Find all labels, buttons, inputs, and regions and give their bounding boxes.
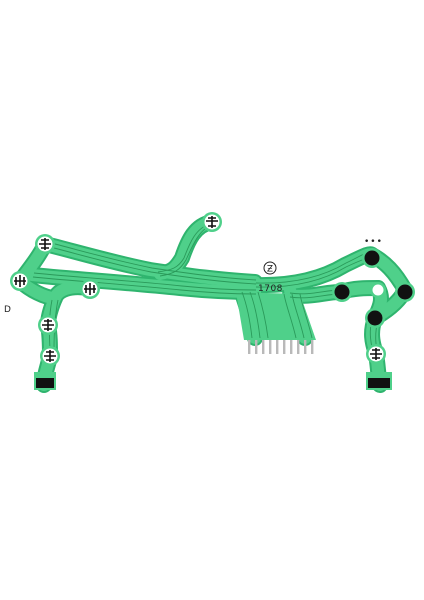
contact-pad-right-mid	[370, 282, 386, 298]
contact-pad-top	[202, 212, 222, 232]
circuit-traces	[32, 223, 379, 361]
contact-pad-left-2	[10, 271, 30, 291]
connector-pin	[262, 340, 265, 354]
connector-tab-right	[366, 372, 392, 390]
contact-pad-right-lower	[366, 344, 386, 364]
connector-pin	[304, 340, 307, 354]
contact-pad-right-left	[332, 282, 352, 302]
silkscreen-logo-glyph: Ƶ	[267, 265, 273, 275]
contact-pad-right-top	[362, 248, 382, 268]
flex-film	[12, 214, 413, 393]
silkscreen-dots: •••	[364, 237, 383, 247]
connector-tail	[236, 292, 316, 340]
contact-pad-left-4	[38, 315, 58, 335]
contact-pad-right-bottom	[365, 308, 385, 328]
silkscreen-logo: Ƶ	[263, 261, 277, 275]
silkscreen-left-mark: D	[4, 305, 11, 315]
connector-tabs	[34, 372, 392, 390]
connector-pin	[297, 340, 300, 354]
connector-pin	[276, 340, 279, 354]
contact-pad-left-3	[80, 279, 100, 299]
connector-pin	[283, 340, 286, 354]
connector-pin	[248, 340, 251, 354]
contact-pads	[10, 212, 415, 366]
connector-tab-left	[34, 372, 56, 390]
contact-pad-left-5	[40, 346, 60, 366]
connector-pin	[255, 340, 258, 354]
connector-pin	[290, 340, 293, 354]
connector-pin	[311, 340, 314, 354]
contact-pad-right-right	[395, 282, 415, 302]
contact-pad-left-1	[35, 234, 55, 254]
connector-pins	[248, 340, 314, 354]
silkscreen-code: 1708	[258, 284, 283, 294]
connector-pin	[269, 340, 272, 354]
